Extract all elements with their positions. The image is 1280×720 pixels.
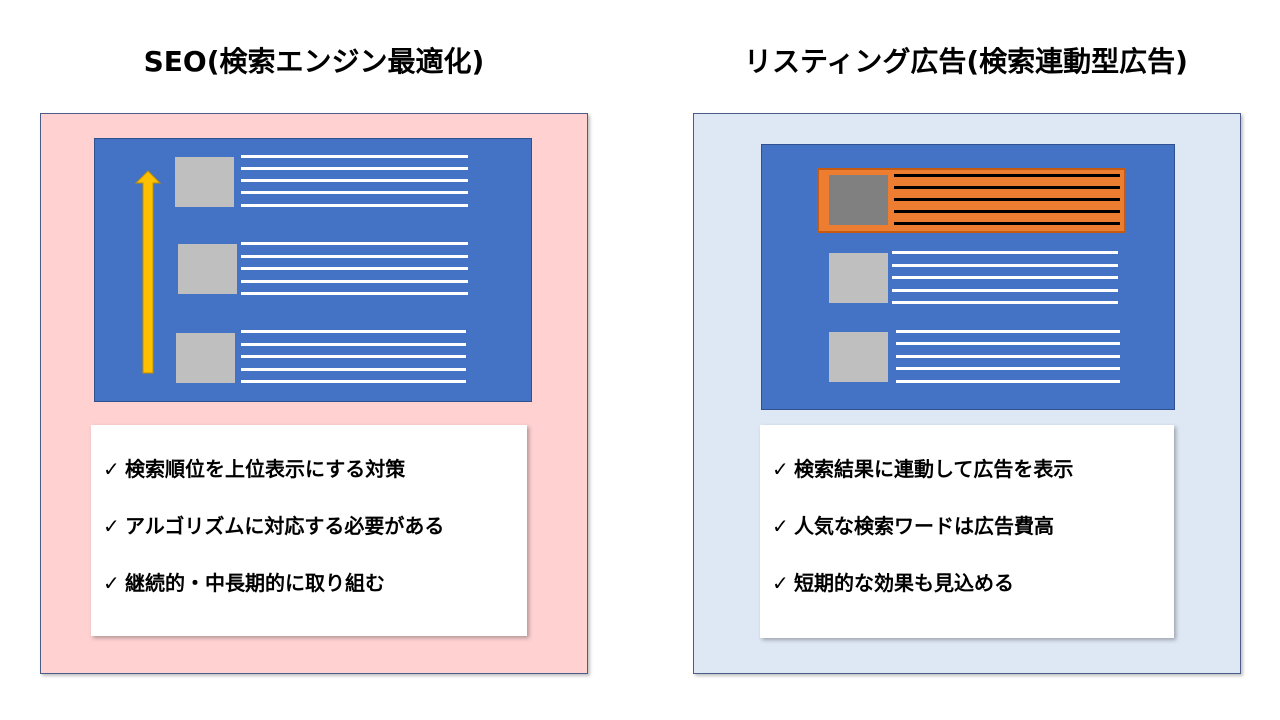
- result-text-line: [892, 251, 1118, 254]
- seo-search-results: [94, 138, 532, 402]
- result-text-line: [241, 292, 468, 295]
- seo-title: SEO(検索エンジン最適化): [143, 45, 485, 78]
- result-text-line: [241, 167, 468, 170]
- result-text-line: [241, 255, 468, 258]
- seo-point-text: 継続的・中長期的に取り組む: [125, 571, 385, 595]
- seo-point-text: 検索順位を上位表示にする対策: [125, 457, 406, 481]
- listing-point: ✓人気な検索ワードは広告費高: [772, 511, 1054, 541]
- listing-point: ✓短期的な効果も見込める: [772, 568, 1014, 598]
- result-text-line: [241, 355, 466, 358]
- seo-point-text: アルゴリズムに対応する必要がある: [125, 514, 445, 538]
- check-icon: ✓: [772, 514, 789, 538]
- result-text-line: [896, 367, 1120, 370]
- result-text-line: [241, 179, 468, 182]
- result-text-line: [241, 267, 468, 270]
- listing-panel: ✓検索結果に連動して広告を表示 ✓人気な検索ワードは広告費高 ✓短期的な効果も見…: [693, 113, 1241, 674]
- seo-point: ✓アルゴリズムに対応する必要がある: [103, 511, 444, 541]
- result-text-line: [896, 342, 1120, 345]
- check-icon: ✓: [103, 571, 120, 595]
- check-icon: ✓: [103, 457, 120, 481]
- result-thumbnail: [176, 333, 235, 383]
- listing-title: リスティング広告(検索連動型広告): [744, 45, 1188, 78]
- listing-points-card: ✓検索結果に連動して広告を表示 ✓人気な検索ワードは広告費高 ✓短期的な効果も見…: [760, 425, 1174, 638]
- result-text-line: [241, 380, 466, 383]
- result-thumbnail: [175, 157, 234, 207]
- listing-point-text: 人気な検索ワードは広告費高: [794, 514, 1054, 538]
- result-text-line: [896, 355, 1120, 358]
- seo-point: ✓検索順位を上位表示にする対策: [103, 454, 405, 484]
- seo-points-card: ✓検索順位を上位表示にする対策 ✓アルゴリズムに対応する必要がある ✓継続的・中…: [91, 425, 527, 636]
- result-text-line: [892, 301, 1118, 304]
- result-text-line: [892, 264, 1118, 267]
- result-thumbnail: [178, 244, 237, 294]
- listing-ad-result: [817, 168, 1126, 233]
- result-text-line: [241, 343, 466, 346]
- result-thumbnail: [829, 253, 888, 303]
- result-text-line: [892, 289, 1118, 292]
- check-icon: ✓: [772, 457, 789, 481]
- ad-text-line: [894, 198, 1120, 201]
- listing-point-text: 短期的な効果も見込める: [794, 571, 1014, 595]
- seo-panel: ✓検索順位を上位表示にする対策 ✓アルゴリズムに対応する必要がある ✓継続的・中…: [40, 113, 588, 674]
- listing-point-text: 検索結果に連動して広告を表示: [794, 457, 1074, 481]
- ad-text-line: [894, 186, 1120, 189]
- result-text-line: [241, 280, 468, 283]
- ad-text-line: [894, 174, 1120, 177]
- result-text-line: [241, 242, 468, 245]
- result-text-line: [896, 330, 1120, 333]
- result-text-line: [241, 368, 466, 371]
- result-text-line: [241, 191, 468, 194]
- listing-search-results: [761, 144, 1175, 410]
- ad-text-line: [894, 210, 1120, 213]
- check-icon: ✓: [772, 571, 789, 595]
- seo-point: ✓継続的・中長期的に取り組む: [103, 568, 385, 598]
- check-icon: ✓: [103, 514, 120, 538]
- up-arrow-icon: [134, 170, 162, 374]
- result-text-line: [241, 330, 466, 333]
- ad-text-line: [894, 222, 1120, 225]
- ad-thumbnail: [829, 175, 888, 225]
- result-thumbnail: [829, 332, 888, 382]
- result-text-line: [896, 380, 1120, 383]
- result-text-line: [241, 155, 468, 158]
- result-text-line: [241, 204, 468, 207]
- result-text-line: [892, 276, 1118, 279]
- listing-point: ✓検索結果に連動して広告を表示: [772, 454, 1073, 484]
